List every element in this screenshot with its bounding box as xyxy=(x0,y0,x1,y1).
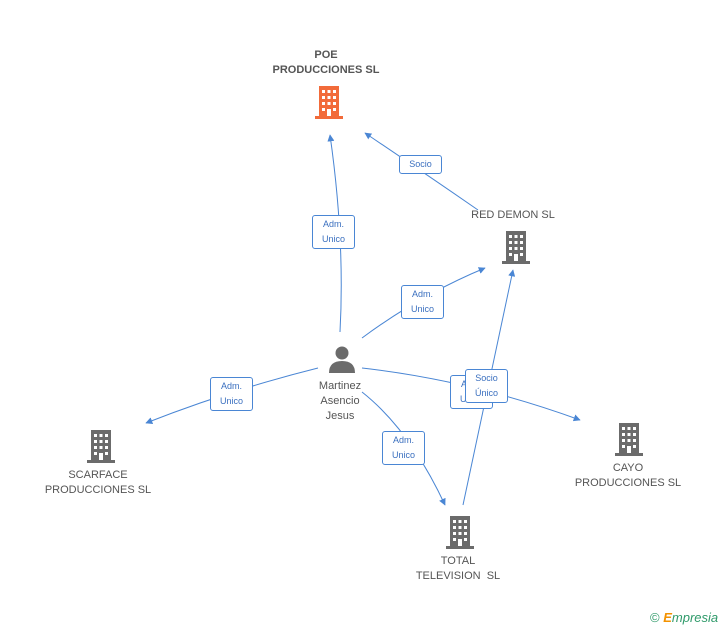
relation-total-red-demon-line1: Socio xyxy=(475,373,498,383)
node-label-red-demon-line1: RED DEMON SL xyxy=(471,209,555,221)
building-icon-scarface[interactable] xyxy=(85,428,117,464)
relation-red-demon-poe-line1: Socio xyxy=(409,159,432,169)
node-label-total[interactable]: TOTAL TELEVISION SL xyxy=(408,554,508,584)
node-label-person-line1: Martinez xyxy=(318,380,362,392)
node-label-poe-line1: POE xyxy=(314,49,338,61)
relation-total-red-demon-line2: Único xyxy=(474,388,498,398)
relation-person-total-line2: Unico xyxy=(391,450,415,460)
relation-person-scarface-line1: Adm. xyxy=(220,381,242,391)
node-label-person-line3: Jesus xyxy=(325,410,355,422)
relation-person-poe-line2: Unico xyxy=(321,234,345,244)
building-icon-poe[interactable] xyxy=(313,84,345,120)
relation-label-person-red-demon[interactable]: Adm. Unico xyxy=(401,285,444,319)
node-label-poe-line2: PRODUCCIONES SL xyxy=(272,64,380,76)
node-label-total-line1: TOTAL xyxy=(440,555,476,567)
node-label-cayo-line1: CAYO xyxy=(612,462,644,474)
relation-label-person-poe[interactable]: Adm. Unico xyxy=(312,215,355,249)
node-label-cayo-line2: PRODUCCIONES SL xyxy=(574,477,682,489)
brand-footer[interactable]: © Empresia xyxy=(650,610,718,625)
relation-person-scarface-line2: Unico xyxy=(219,396,243,406)
node-label-scarface-line1: SCARFACE xyxy=(68,469,128,481)
relation-label-person-scarface[interactable]: Adm. Unico xyxy=(210,377,253,411)
relation-person-red-demon-line2: Unico xyxy=(410,304,434,314)
node-label-person[interactable]: Martinez Asencio Jesus xyxy=(300,379,380,424)
brand-name: mpresia xyxy=(671,610,719,625)
person-icon[interactable] xyxy=(327,344,357,374)
relation-person-red-demon-line1: Adm. xyxy=(411,289,433,299)
node-label-scarface[interactable]: SCARFACE PRODUCCIONES SL xyxy=(40,468,156,498)
node-label-cayo[interactable]: CAYO PRODUCCIONES SL xyxy=(570,461,686,491)
node-label-person-line2: Asencio xyxy=(320,395,360,407)
building-icon-total[interactable] xyxy=(444,514,476,550)
building-icon-cayo[interactable] xyxy=(613,421,645,457)
relation-person-total-line1: Adm. xyxy=(392,435,414,445)
node-label-poe[interactable]: POE PRODUCCIONES SL xyxy=(266,48,386,78)
node-label-total-line2: TELEVISION SL xyxy=(415,570,501,582)
relation-person-poe-line1: Adm. xyxy=(322,219,344,229)
node-label-scarface-line2: PRODUCCIONES SL xyxy=(44,484,152,496)
building-icon-red-demon[interactable] xyxy=(500,229,532,265)
relation-label-person-total[interactable]: Adm. Unico xyxy=(382,431,425,465)
relation-label-total-red-demon[interactable]: Socio Único xyxy=(465,369,508,403)
brand-logo-letter: E xyxy=(663,610,672,625)
copyright-symbol: © xyxy=(650,610,660,625)
relation-label-red-demon-poe[interactable]: Socio xyxy=(399,155,442,174)
node-label-red-demon[interactable]: RED DEMON SL xyxy=(463,208,563,223)
